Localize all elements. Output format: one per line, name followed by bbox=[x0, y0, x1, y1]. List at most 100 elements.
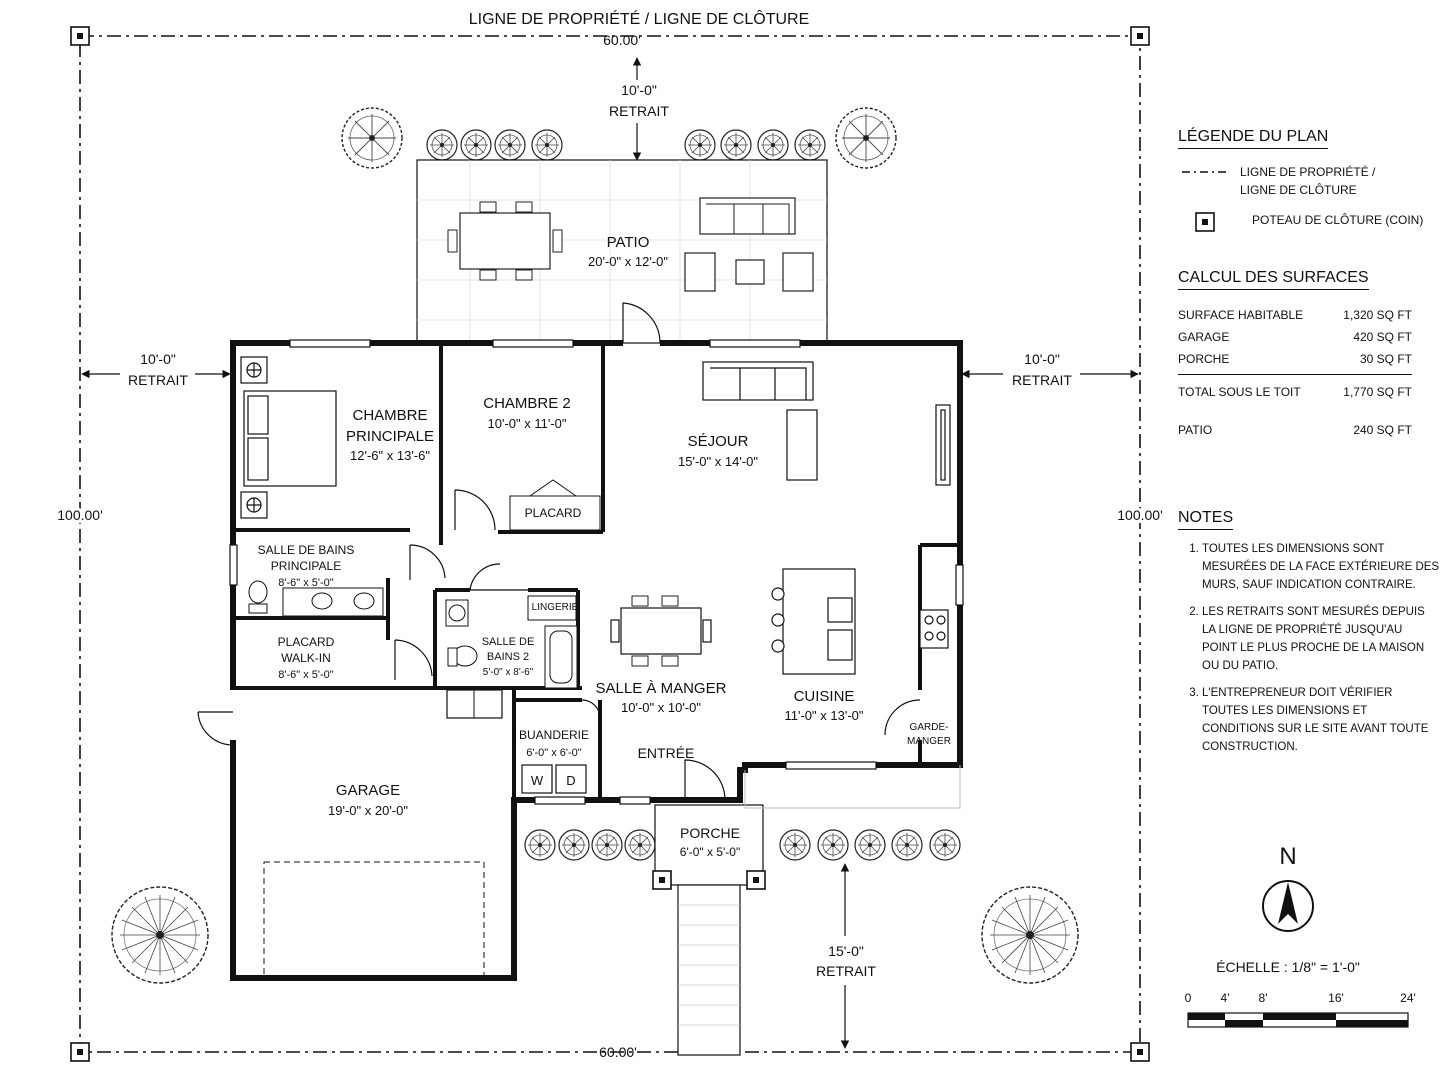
setback-left: 10'-0" RETRAIT bbox=[81, 351, 231, 388]
room-name: GARDE- bbox=[910, 722, 949, 733]
note-item: TOUTES LES DIMENSIONS SONT MESURÉES DE L… bbox=[1202, 540, 1440, 594]
room-name: PLACARD bbox=[525, 506, 582, 520]
svg-text:W: W bbox=[531, 773, 544, 788]
room-name: LINGERIE bbox=[532, 602, 579, 613]
svg-text:10'-0": 10'-0" bbox=[1024, 351, 1060, 367]
dining-table bbox=[610, 595, 712, 667]
svg-text:10'-0": 10'-0" bbox=[621, 82, 657, 98]
living-furniture bbox=[702, 361, 951, 486]
room-name: WALK-IN bbox=[281, 651, 331, 665]
room-name: SALLE DE bbox=[482, 636, 535, 648]
tree-icon bbox=[341, 107, 403, 169]
svg-text:RETRAIT: RETRAIT bbox=[1012, 372, 1072, 388]
room-name: PATIO bbox=[607, 234, 650, 251]
shrub-icon bbox=[684, 129, 716, 161]
room-name: PRINCIPALE bbox=[271, 559, 341, 573]
svg-text:N: N bbox=[1279, 843, 1296, 870]
room-name: SALLE DE BAINS bbox=[258, 543, 355, 557]
room-name: PRINCIPALE bbox=[346, 428, 434, 445]
legend-title: LÉGENDE DU PLAN bbox=[1178, 128, 1329, 149]
shrub-icon bbox=[460, 129, 492, 161]
shrub-icon bbox=[757, 129, 789, 161]
shrub-icon bbox=[558, 829, 590, 861]
shrub-icon bbox=[524, 829, 556, 861]
fence-post-icon bbox=[1130, 26, 1150, 46]
washer-icon bbox=[521, 764, 553, 794]
room-size: 5'-0" x 8'-6" bbox=[483, 667, 534, 678]
tree-icon bbox=[111, 886, 209, 984]
property-line bbox=[70, 26, 1150, 1062]
svg-text:8': 8' bbox=[1259, 991, 1268, 1005]
room-size: 8'-6" x 5'-0" bbox=[278, 577, 334, 589]
svg-text:D: D bbox=[566, 773, 575, 788]
property-title: LIGNE DE PROPRIÉTÉ / LIGNE DE CLÔTURE bbox=[469, 9, 810, 28]
front-door bbox=[684, 759, 726, 801]
garage-door bbox=[263, 861, 485, 979]
room-size: 11'-0" x 13'-0" bbox=[785, 708, 864, 723]
left-dimension: 100.00' bbox=[57, 507, 103, 523]
svg-text:ÉCHELLE : 1/8" = 1'-0": ÉCHELLE : 1/8" = 1'-0" bbox=[1216, 959, 1360, 975]
shrub-icon bbox=[891, 829, 923, 861]
tree-icon bbox=[835, 107, 897, 169]
shrub-icon bbox=[794, 129, 826, 161]
shrub-icon bbox=[817, 829, 849, 861]
patio-sofa bbox=[699, 197, 796, 235]
svg-text:RETRAIT: RETRAIT bbox=[609, 103, 669, 119]
fence-post-icon bbox=[1195, 212, 1215, 232]
shrub-icon bbox=[426, 129, 458, 161]
shrub-icon bbox=[854, 829, 886, 861]
room-name: GARAGE bbox=[336, 782, 400, 799]
room-size: 10'-0" x 11'-0" bbox=[488, 416, 567, 431]
shrub-icon bbox=[494, 129, 526, 161]
top-dimension: 60.00' bbox=[603, 32, 641, 48]
legend-row: POTEAU DE CLÔTURE (COIN) bbox=[1178, 211, 1440, 233]
room-name: CHAMBRE 2 bbox=[483, 395, 571, 412]
room-name: SÉJOUR bbox=[688, 433, 749, 450]
fence-post-icon bbox=[1130, 1042, 1150, 1062]
shrub-icon bbox=[591, 829, 623, 861]
plan-sidebar: LÉGENDE DU PLAN LIGNE DE PROPRIÉTÉ / LIG… bbox=[1178, 128, 1440, 765]
dash-line-icon bbox=[1182, 171, 1226, 173]
notes-list: TOUTES LES DIMENSIONS SONT MESURÉES DE L… bbox=[1178, 540, 1440, 756]
patio-table bbox=[459, 212, 551, 270]
kitchen-island bbox=[771, 568, 949, 675]
svg-text:16': 16' bbox=[1328, 991, 1344, 1005]
note-item: L'ENTREPRENEUR DOIT VÉRIFIER TOUTES LES … bbox=[1202, 684, 1440, 756]
room-size: 12'-6" x 13'-6" bbox=[350, 448, 430, 463]
patio: PATIO 20'-0" x 12'-0" bbox=[416, 159, 828, 344]
shrub-icon bbox=[720, 129, 752, 161]
svg-text:24': 24' bbox=[1400, 991, 1416, 1005]
patio-door bbox=[622, 302, 661, 344]
laundry-machines bbox=[521, 764, 587, 794]
fence-post-icon bbox=[70, 26, 90, 46]
room-name: CHAMBRE bbox=[352, 407, 427, 424]
fence-post-icon bbox=[70, 1042, 90, 1062]
svg-text:15'-0": 15'-0" bbox=[828, 943, 864, 959]
dryer-icon bbox=[555, 764, 587, 794]
north-arrow: N bbox=[1262, 843, 1314, 932]
master-bed bbox=[240, 356, 337, 519]
bath2-fixtures bbox=[445, 595, 578, 689]
note-item: LES RETRAITS SONT MESURÉS DEPUIS LA LIGN… bbox=[1202, 603, 1440, 675]
closet-doors bbox=[509, 479, 601, 531]
garage-side-door bbox=[197, 711, 234, 746]
room-size: 10'-0" x 10'-0" bbox=[621, 700, 701, 715]
doors bbox=[197, 302, 921, 801]
room-size: 6'-0" x 5'-0" bbox=[680, 845, 740, 859]
shrub-icon bbox=[929, 829, 961, 861]
legend-row: LIGNE DE PROPRIÉTÉ / LIGNE DE CLÔTURE bbox=[1178, 163, 1440, 199]
shrub-icon bbox=[779, 829, 811, 861]
room-name: SALLE À MANGER bbox=[596, 680, 727, 697]
master-bath-fixtures bbox=[248, 580, 384, 617]
svg-text:0: 0 bbox=[1185, 991, 1192, 1005]
room-size: 6'-0" x 6'-0" bbox=[526, 747, 582, 759]
room-name: PORCHE bbox=[680, 825, 740, 841]
room-name: PLACARD bbox=[278, 635, 335, 649]
svg-text:10'-0": 10'-0" bbox=[140, 351, 176, 367]
bottom-dimension: 60.00' bbox=[599, 1044, 637, 1060]
